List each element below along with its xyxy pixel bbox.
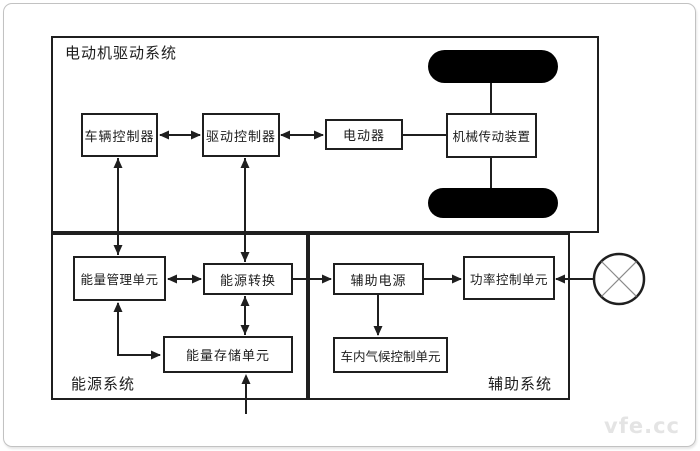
- node-label: 车辆控制器: [84, 129, 155, 145]
- section-auxiliary-system: 辅助系统: [308, 233, 570, 400]
- section-motor-drive-system: 电动机驱动系统: [51, 36, 599, 233]
- section-label-auxiliary: 辅助系统: [487, 375, 552, 393]
- node-label: 机械传动装置: [452, 129, 531, 144]
- node-label: 车内气候控制单元: [340, 348, 441, 364]
- node-energy-conversion: 能源转换: [203, 263, 293, 295]
- watermark-text: vfe.cc: [604, 414, 680, 438]
- node-transmission: 机械传动装置: [446, 113, 537, 158]
- node-label: 能量存储单元: [185, 349, 270, 364]
- node-label: 功率控制单元: [469, 271, 548, 287]
- node-energy-management: 能量管理单元: [73, 256, 166, 301]
- node-label: 辅助电源: [350, 273, 407, 289]
- node-motor: 电动器: [325, 119, 403, 150]
- node-label: 驱动控制器: [205, 129, 276, 145]
- node-aux-power: 辅助电源: [333, 263, 424, 295]
- image-rounded-border: [3, 3, 696, 447]
- node-drive-controller: 驱动控制器: [202, 113, 280, 157]
- node-climate-control: 车内气候控制单元: [333, 337, 448, 373]
- node-label: 能量管理单元: [80, 272, 159, 287]
- node-label: 能源转换: [219, 273, 276, 289]
- node-power-control: 功率控制单元: [463, 256, 555, 300]
- section-label-motor-drive: 电动机驱动系统: [65, 44, 178, 62]
- node-vehicle-controller: 车辆控制器: [81, 113, 158, 157]
- section-energy-system: 能源系统: [51, 233, 308, 400]
- node-label: 电动器: [342, 129, 385, 144]
- section-label-energy: 能源系统: [71, 375, 136, 393]
- node-energy-storage: 能量存储单元: [163, 336, 293, 373]
